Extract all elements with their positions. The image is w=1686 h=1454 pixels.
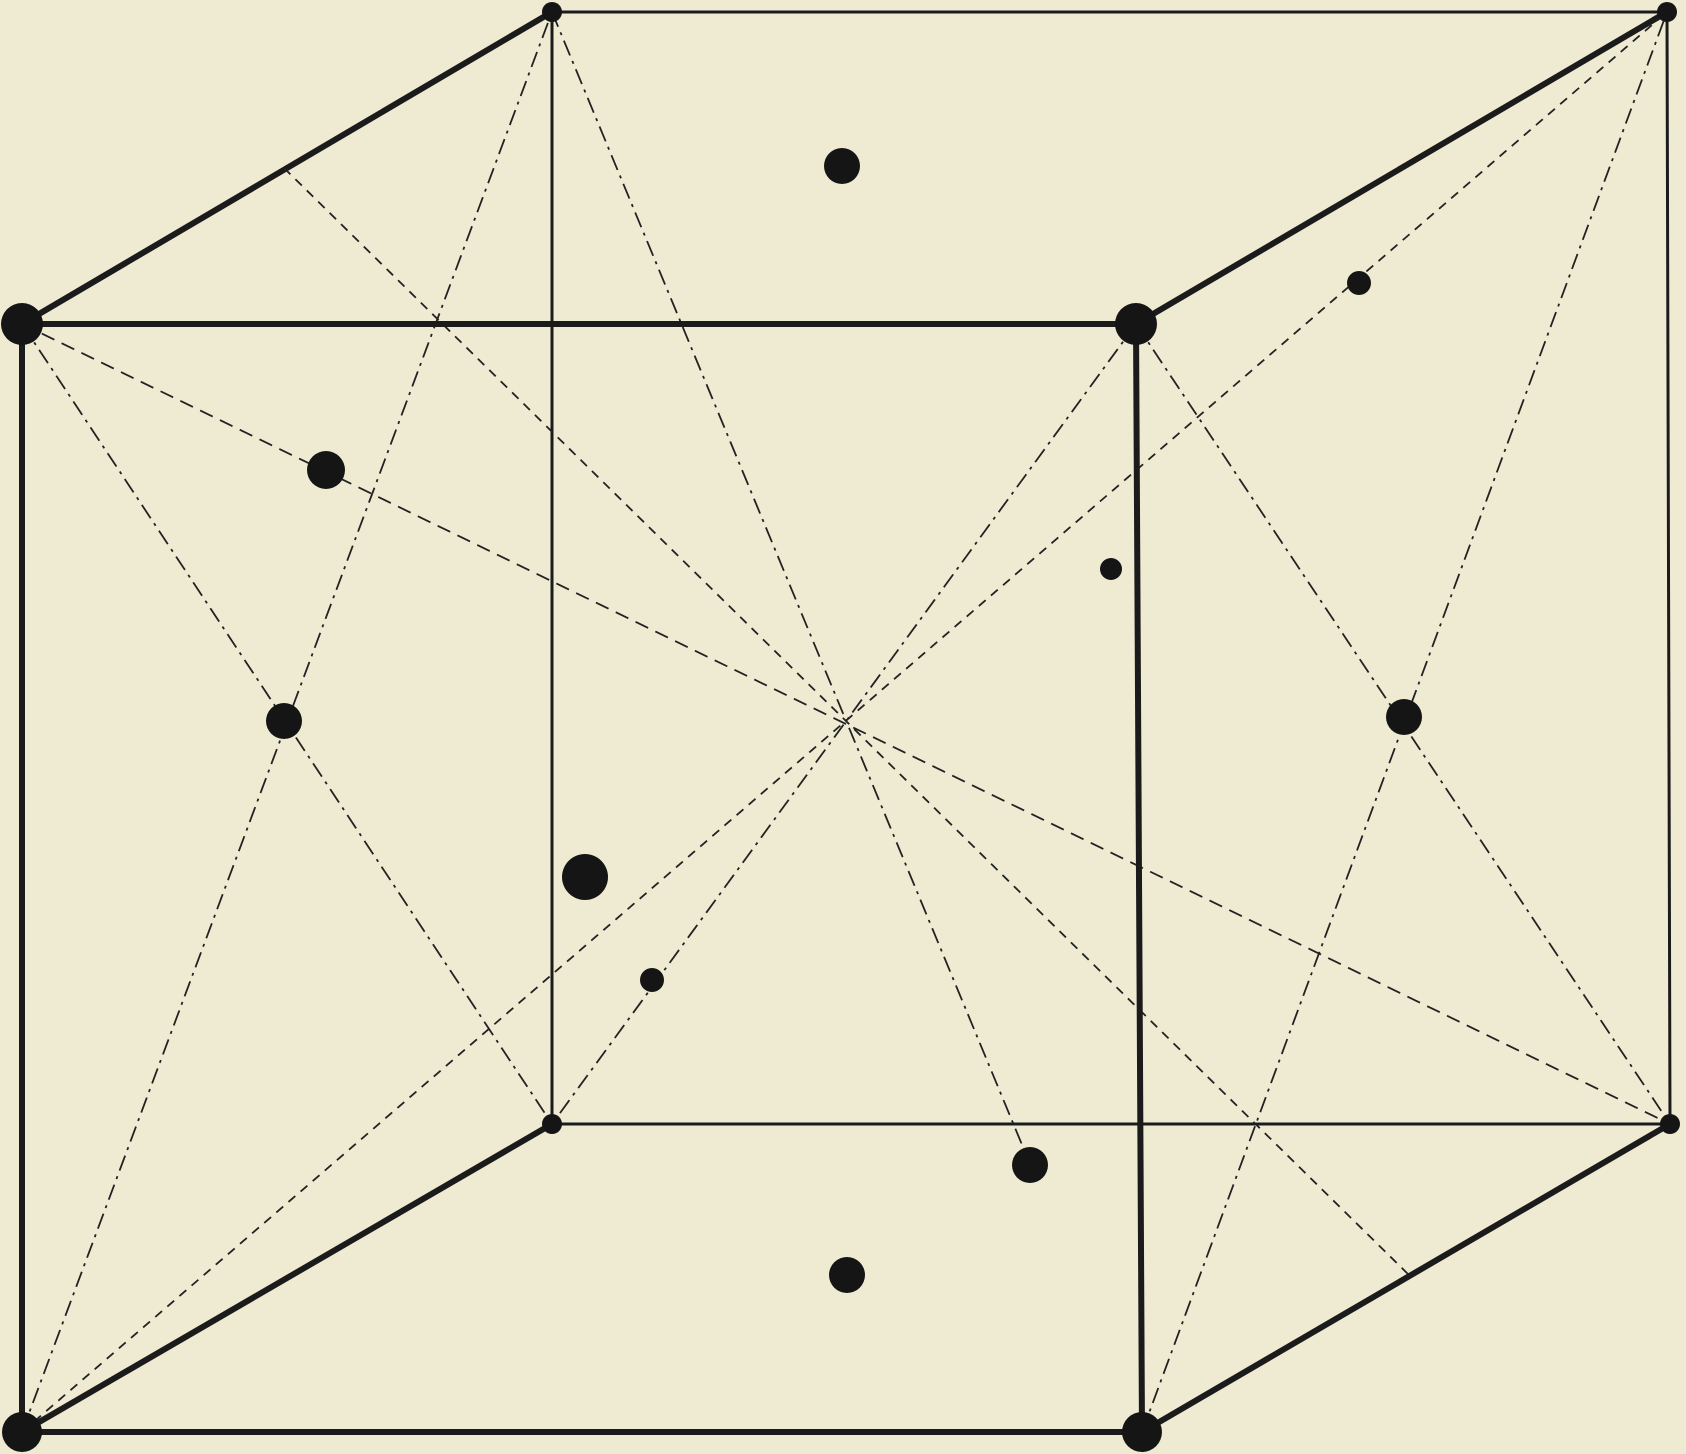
depth-edges <box>19 9 1673 1435</box>
atom-right-face-centre <box>1386 699 1422 735</box>
atom-interior-lower-left <box>640 968 664 992</box>
front-cube-face <box>19 321 1145 1435</box>
atom-interior-upper-right <box>1347 271 1371 295</box>
atom-back-top-left <box>542 2 562 22</box>
atom-left-face-centre <box>266 703 302 739</box>
atom-interior-lower-right <box>1012 1147 1048 1183</box>
back-top-to-front-bottom-line <box>551 11 1031 1165</box>
interior-atoms <box>307 271 1371 1183</box>
atom-front-bottom-right <box>1122 1412 1162 1452</box>
body-diagonal-front-top-left <box>21 323 1671 1125</box>
depth-edge-top-right <box>1133 9 1670 327</box>
depth-edge-top-left <box>19 9 555 327</box>
front-top-right-to-back-bottom-left <box>551 323 1137 1125</box>
back-right-edge <box>1665 10 1672 1126</box>
atom-front-top-left <box>1 303 43 345</box>
body-diagonal-front-bottom-left <box>21 11 1668 1433</box>
atom-interior-upper-left <box>307 451 345 489</box>
atom-back-bottom-right <box>1660 1114 1680 1134</box>
back-cube-face <box>550 10 1672 1126</box>
depth-edge-bottom-left <box>19 1121 555 1435</box>
atom-bottom-face-centre <box>829 1257 865 1293</box>
front-right-edge <box>1133 321 1145 1435</box>
atom-back-top-right <box>1657 2 1677 22</box>
atom-front-bottom-left <box>2 1412 42 1452</box>
depth-edge-bottom-right <box>1139 1121 1673 1435</box>
atom-back-face-centre <box>1100 558 1122 580</box>
atom-top-face-centre <box>824 148 860 184</box>
atom-front-face-centre <box>562 854 608 900</box>
atom-front-top-right <box>1115 303 1157 345</box>
face-centre-atoms <box>266 148 1422 1293</box>
atom-back-bottom-left <box>542 1114 562 1134</box>
midpoint-connector-line <box>283 167 1411 1277</box>
